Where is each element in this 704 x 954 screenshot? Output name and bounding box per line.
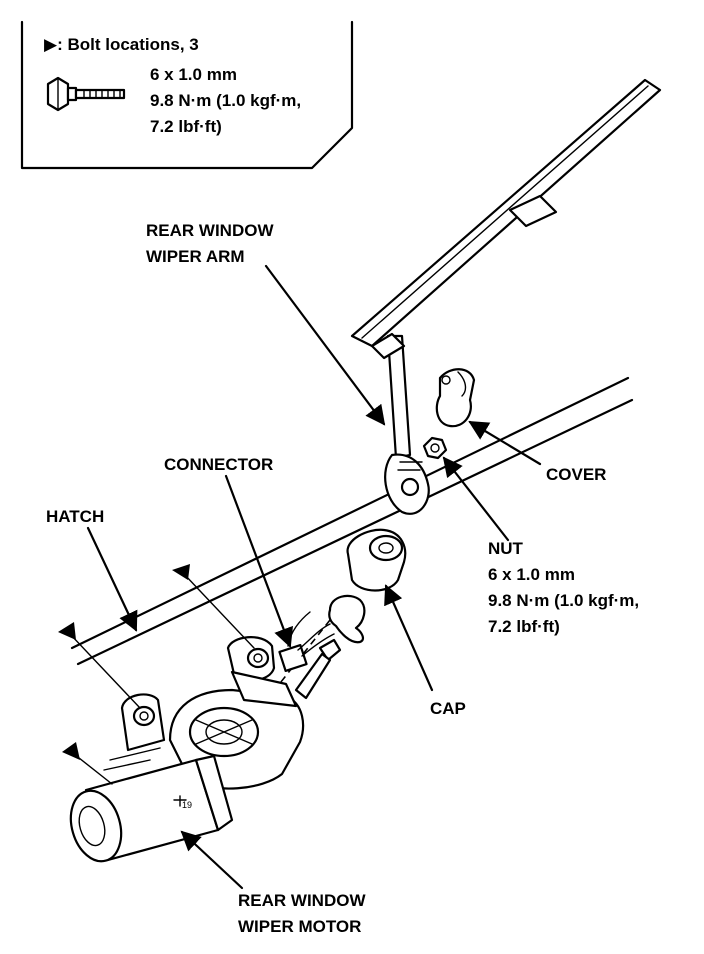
cover-label: COVER [546, 465, 606, 484]
svg-text:19: 19 [182, 800, 192, 810]
hatch-label: HATCH [46, 507, 104, 526]
gasket-part [328, 594, 366, 644]
nut-torque-label-2: 7.2 lbf·ft) [488, 617, 560, 636]
cap-part [346, 528, 407, 592]
bolt-size-label: 6 x 1.0 mm [150, 65, 237, 84]
nut-torque-label: 9.8 N·m (1.0 kgf·m, [488, 591, 639, 610]
wiper-motor-label: REAR WINDOW [238, 891, 366, 910]
bolt-torque-label-2: 7.2 lbf·ft) [150, 117, 222, 136]
nut-size-label: 6 x 1.0 mm [488, 565, 575, 584]
wiper-arm-label-2: WIPER ARM [146, 247, 245, 266]
hatch-panel [70, 376, 634, 666]
connector-part [278, 611, 335, 673]
nut-label: NUT [488, 539, 524, 558]
bolt-legend: ▶: Bolt locations, 3 6 x 1.0 mm 9.8 N·m … [20, 20, 354, 170]
cap-label: CAP [430, 699, 466, 718]
wiper-arm [350, 78, 662, 515]
wiper-arm-label: REAR WINDOW [146, 221, 274, 240]
bolt-locations-label: ▶: Bolt locations, 3 [44, 35, 199, 54]
wiper-motor: 19 [69, 636, 305, 863]
cover-part [435, 368, 476, 428]
bolt-torque-label: 9.8 N·m (1.0 kgf·m, [150, 91, 301, 110]
nut-part [422, 436, 448, 460]
leader-lines [86, 264, 542, 890]
bolt-markers [58, 564, 255, 785]
bolt-icon [46, 76, 126, 112]
motor-shaft [294, 638, 342, 700]
connector-label: CONNECTOR [164, 455, 273, 474]
wiper-motor-label-2: WIPER MOTOR [238, 917, 361, 936]
